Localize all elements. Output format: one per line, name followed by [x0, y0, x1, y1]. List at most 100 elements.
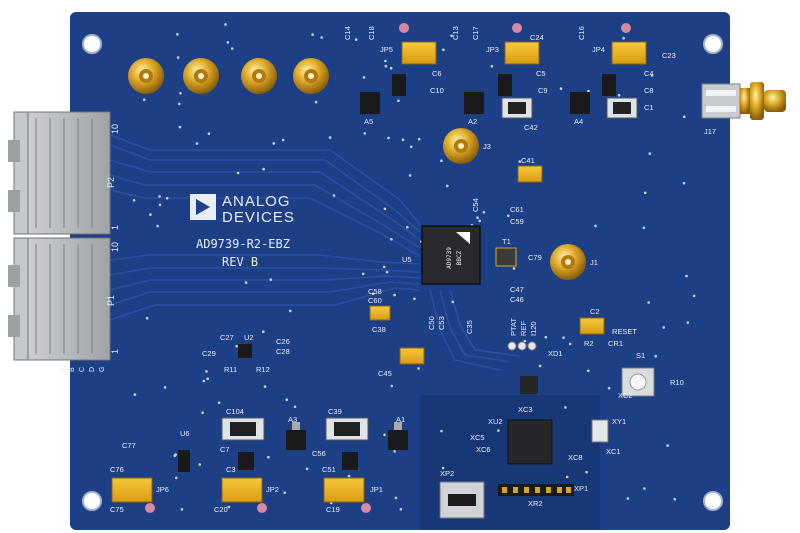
via: [643, 191, 647, 195]
via: [585, 470, 588, 474]
via: [361, 272, 365, 276]
label-cr1: CR1: [608, 339, 623, 348]
label-c19: C19: [326, 505, 340, 514]
label-jp3: JP3: [486, 45, 499, 54]
via: [133, 393, 137, 396]
label-c8: C8: [644, 86, 654, 95]
label-c75: C75: [110, 505, 124, 514]
via: [648, 152, 652, 155]
via: [642, 226, 646, 229]
sma-connector-j3: [443, 128, 479, 164]
via: [409, 145, 413, 149]
via: [178, 125, 182, 129]
label-i120: I120: [529, 321, 538, 336]
via: [320, 36, 324, 39]
row-label-g: G: [99, 367, 106, 372]
chip-marking-line1: AD9739: [446, 247, 453, 269]
label-t1: T1: [502, 237, 511, 246]
label-c20: C20: [214, 505, 228, 514]
via: [507, 214, 510, 218]
mounting-holes: [82, 34, 723, 511]
reset-button-s1: [621, 367, 655, 397]
capacitor-c20: [221, 477, 263, 503]
label-c46: C46: [510, 295, 524, 304]
via: [413, 297, 416, 301]
header-xp1: [498, 484, 574, 496]
label-r10: R10: [670, 378, 684, 387]
via: [176, 33, 179, 36]
label-ptat: PTAT: [509, 318, 518, 336]
label-jp1: JP1: [370, 485, 383, 494]
sma-connector-top-3: [241, 58, 277, 94]
label-xc3: XC3: [518, 405, 533, 414]
via: [408, 174, 412, 177]
label-xp1: XP1: [574, 484, 588, 493]
label-c60: C60: [368, 296, 382, 305]
via: [662, 326, 666, 329]
via: [206, 377, 209, 381]
label-c29: C29: [202, 349, 216, 358]
capacitor-c41: [517, 165, 543, 183]
via: [393, 293, 396, 297]
label-xc8: XC8: [568, 453, 583, 462]
label-xu2: XU2: [488, 417, 503, 426]
label-r2: R2: [584, 339, 594, 348]
label-a3: A3: [288, 415, 297, 424]
label-c23: C23: [662, 51, 676, 60]
via: [390, 238, 393, 241]
label-c16: C16: [577, 26, 586, 40]
label-xc6: XC6: [476, 445, 491, 454]
label-u5: U5: [402, 255, 412, 264]
via: [156, 224, 159, 228]
via: [650, 74, 654, 77]
via: [174, 476, 178, 480]
label-c42: C42: [524, 123, 538, 132]
via: [383, 433, 386, 437]
via: [158, 195, 161, 198]
via: [440, 159, 443, 162]
via: [617, 94, 621, 97]
via: [594, 224, 597, 228]
sma-connector-top-4: [293, 58, 329, 94]
via: [394, 496, 398, 500]
via: [389, 66, 393, 70]
label-a1: A1: [396, 415, 405, 424]
via: [178, 102, 181, 106]
via: [406, 225, 409, 229]
regulator-section-bottom: [145, 422, 408, 513]
via: [244, 281, 248, 284]
via: [587, 369, 590, 373]
crystal-xy1: [591, 419, 609, 443]
sma-connector-top-1: [128, 58, 164, 94]
sma-connector-j1: [550, 244, 586, 280]
via: [285, 398, 289, 402]
board-revision-label: REV B: [222, 255, 258, 269]
via: [666, 444, 669, 447]
via: [393, 450, 396, 453]
label-c2: C2: [590, 307, 600, 316]
pin-label-1-bot: 1: [110, 349, 120, 354]
via: [497, 429, 500, 432]
label-j17: J17: [704, 127, 716, 136]
label-a5: A5: [364, 117, 373, 126]
via: [564, 406, 567, 409]
label-c27: C27: [220, 333, 234, 342]
via: [230, 47, 234, 50]
label-c18: C18: [367, 26, 376, 40]
via: [476, 216, 479, 219]
via: [450, 34, 453, 38]
via: [202, 379, 206, 383]
chip-xu1: [520, 376, 538, 394]
pin-label-1-top: 1: [110, 225, 120, 230]
via: [269, 278, 273, 282]
via: [363, 132, 367, 135]
label-c56: C56: [312, 449, 326, 458]
brand-name-line2: DEVICES: [222, 209, 295, 226]
via: [272, 142, 276, 145]
label-p2: P2: [106, 177, 116, 188]
via: [562, 336, 565, 340]
via: [263, 385, 267, 388]
via: [692, 294, 696, 298]
label-c24: C24: [530, 33, 544, 42]
